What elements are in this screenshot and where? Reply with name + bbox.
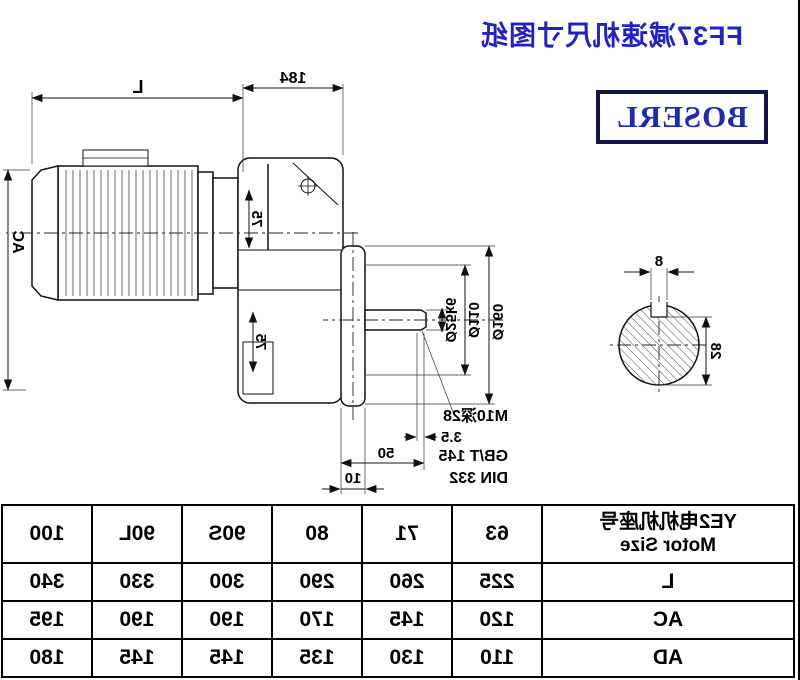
table-cell: 195 — [2, 601, 92, 639]
dimension-table: YE2电机机座号 Motor Size 63 71 80 90S 90L 100… — [1, 504, 795, 678]
table-cell: 130 — [362, 639, 452, 677]
note-din-label: DIN 332 — [449, 470, 508, 487]
row-label-AD: AD — [542, 639, 794, 677]
size-90S-header: 90S — [182, 505, 272, 563]
dim-75-upper-label: 75 — [248, 211, 265, 228]
keyway — [650, 302, 668, 318]
table-cell: 120 — [452, 601, 542, 639]
table-cell: 145 — [362, 601, 452, 639]
table-cell: 110 — [452, 639, 542, 677]
reducer-assembly — [31, 149, 427, 407]
dia-flange-label: Ø160 — [489, 304, 506, 341]
size-90L-header: 90L — [92, 505, 182, 563]
table-cell: 300 — [182, 563, 272, 601]
table-cell: 225 — [452, 563, 542, 601]
size-100-header: 100 — [2, 505, 92, 563]
motor-size-header-cell: YE2电机机座号 Motor Size — [542, 505, 794, 563]
technical-drawing: L 184 AC 75 75 Ø25k6 Ø110 Ø160 M10深28 GB… — [3, 70, 724, 494]
table-cell: 190 — [182, 601, 272, 639]
table-cell: 340 — [2, 563, 92, 601]
table-cell: 145 — [92, 639, 182, 677]
dia-shaft-label: Ø25k6 — [442, 297, 459, 342]
table-cell: 145 — [182, 639, 272, 677]
key-depth-label: 28 — [707, 343, 724, 360]
table-cell: 170 — [272, 601, 362, 639]
dim-75-lower-label: 75 — [252, 334, 269, 351]
table-cell: 180 — [2, 639, 92, 677]
dia-pilot-label: Ø110 — [465, 302, 482, 338]
size-63-header: 63 — [452, 505, 542, 563]
table-header-row: YE2电机机座号 Motor Size 63 71 80 90S 90L 100 — [2, 505, 794, 563]
motor-size-header-cn: YE2电机机座号 — [599, 511, 737, 534]
dim-184-label: 184 — [280, 70, 307, 87]
table-cell: 190 — [92, 601, 182, 639]
table-cell: 290 — [272, 563, 362, 601]
dim-50-label: 50 — [378, 445, 395, 462]
table-cell: 330 — [92, 563, 182, 601]
shaft-section-detail — [618, 302, 700, 386]
table-cell: 260 — [362, 563, 452, 601]
note-gbt-label: GB/T 145 — [439, 448, 508, 465]
key-width-label: 8 — [655, 253, 663, 270]
row-label-AC: AC — [542, 601, 794, 639]
dim-AC-label: AC — [9, 230, 26, 254]
table-row-L: L 225 260 290 300 330 340 — [2, 563, 794, 601]
table-row-AC: AC 120 145 170 190 190 195 — [2, 601, 794, 639]
dimension-lines — [3, 83, 712, 494]
note-tap-label: M10深28 — [443, 406, 508, 425]
row-label-L: L — [542, 563, 794, 601]
table-cell: 135 — [272, 639, 362, 677]
dim-L-label: L — [133, 77, 144, 97]
motor-size-header-en: Motor Size — [619, 535, 717, 557]
dim-10-label: 10 — [345, 470, 362, 487]
table-row-AD: AD 110 130 135 145 145 180 — [2, 639, 794, 677]
size-71-header: 71 — [362, 505, 452, 563]
dimension-labels: L 184 AC 75 75 Ø25k6 Ø110 Ø160 M10深28 GB… — [9, 70, 724, 487]
size-80-header: 80 — [272, 505, 362, 563]
dim-3-5-label: 3.5 — [441, 429, 462, 446]
